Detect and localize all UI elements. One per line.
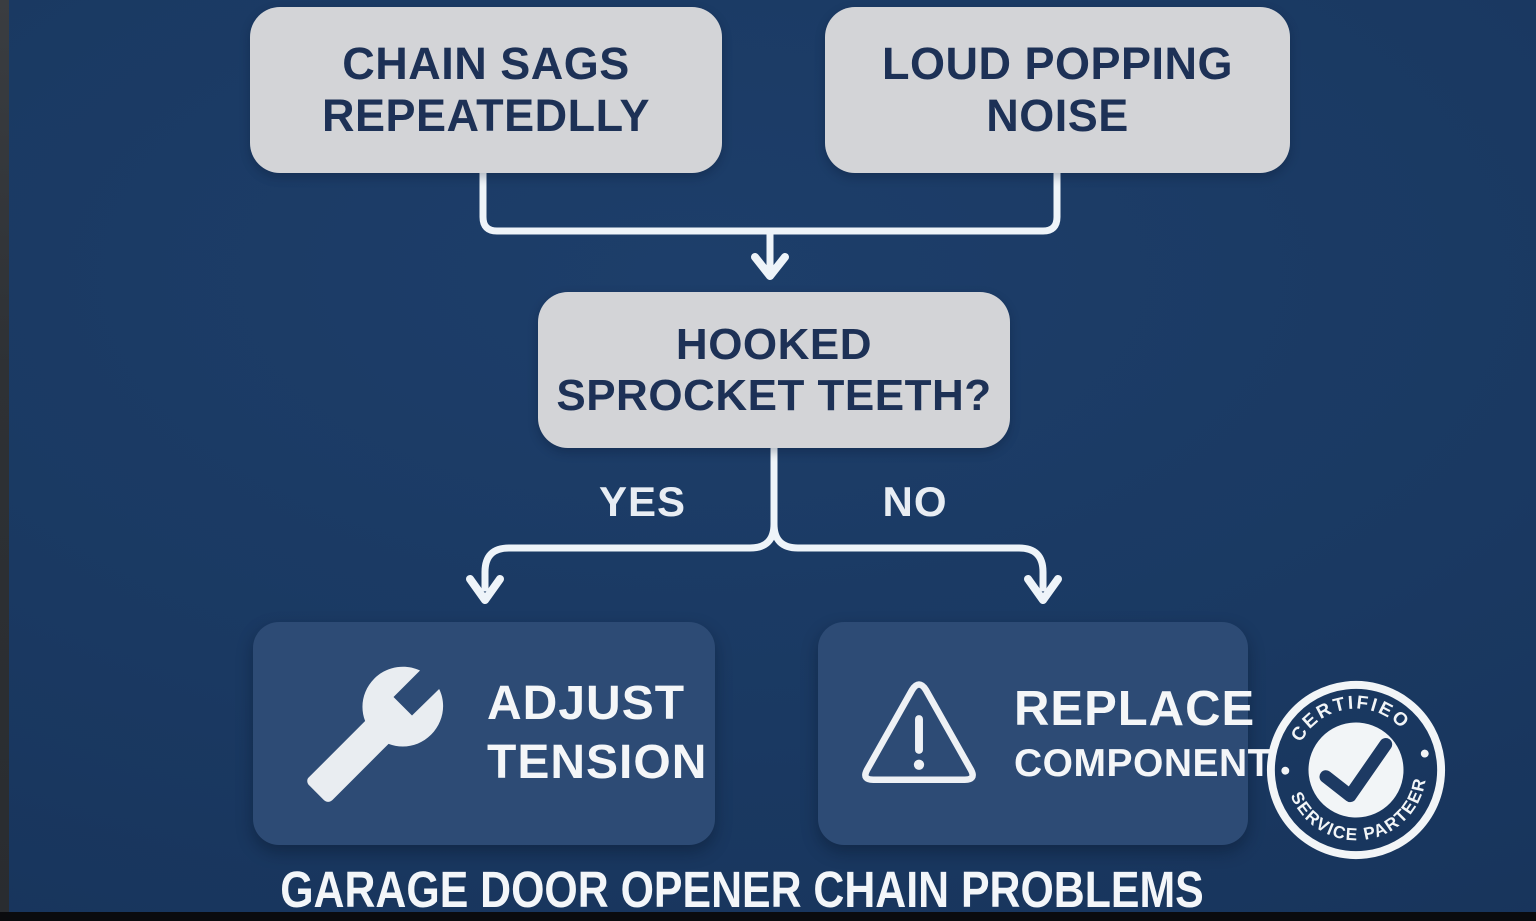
checkmark-icon bbox=[1319, 737, 1393, 803]
decision-box-text: HOOKED SPROCKET TEETH? bbox=[556, 319, 991, 421]
decision-line2: SPROCKET TEETH? bbox=[556, 371, 992, 420]
action-adjust-line1: ADJUST bbox=[487, 676, 686, 730]
decision-line1: HOOKED bbox=[675, 319, 873, 369]
action-adjust-tension-text: ADJUST TENSION bbox=[487, 675, 707, 792]
left-edge-strip bbox=[0, 0, 9, 921]
symptom-box-loud-popping-text: LOUD POPPING NOISE bbox=[882, 38, 1233, 142]
symptom-loud-popping-line2: NOISE bbox=[986, 90, 1129, 141]
badge-outer-ring bbox=[1266, 680, 1446, 860]
yes-branch-line bbox=[481, 520, 778, 592]
action-replace-line1: REPLACE bbox=[1014, 681, 1256, 736]
yes-branch-label: YES bbox=[598, 478, 687, 525]
certified-badge: CERTIFIEO SERVICE PARTEER bbox=[1251, 665, 1461, 875]
symptom-chain-sags-line1: CHAIN SAGS bbox=[342, 37, 630, 89]
action-box-adjust-tension: ADJUST TENSION bbox=[253, 622, 715, 845]
badge-right-dot bbox=[1420, 749, 1429, 758]
action-adjust-line2: TENSION bbox=[487, 735, 708, 789]
decision-box-hooked-sprocket: HOOKED SPROCKET TEETH? bbox=[538, 292, 1010, 448]
symptom-box-chain-sags: CHAIN SAGS REPEATEDLLY bbox=[250, 7, 722, 173]
action-replace-component-text: REPLACE COMPONENT bbox=[1014, 680, 1272, 787]
bottom-edge-bar bbox=[0, 912, 1536, 921]
action-box-replace-component: REPLACE COMPONENT bbox=[818, 622, 1272, 845]
symptom-box-loud-popping: LOUD POPPING NOISE bbox=[825, 7, 1290, 173]
symptom-chain-sags-line2: REPEATEDLLY bbox=[321, 90, 651, 141]
action-replace-line2: COMPONENT bbox=[1014, 741, 1272, 785]
warning-triangle-icon bbox=[858, 678, 980, 790]
top-bracket-connector bbox=[479, 169, 1061, 235]
badge-inner-disc bbox=[1308, 722, 1404, 818]
yes-arrowhead bbox=[466, 575, 504, 604]
decision-arrowhead bbox=[751, 253, 789, 280]
symptom-loud-popping-line1: LOUD POPPING bbox=[881, 37, 1234, 89]
no-arrowhead bbox=[1024, 575, 1062, 604]
no-branch-label: NO bbox=[882, 478, 948, 525]
badge-left-dot bbox=[1281, 766, 1290, 775]
symptom-box-chain-sags-text: CHAIN SAGS REPEATEDLLY bbox=[322, 38, 650, 142]
no-branch-line bbox=[770, 520, 1047, 592]
wrench-icon bbox=[301, 660, 449, 808]
infographic-title: GARAGE DOOR OPENER CHAIN PROBLEMS bbox=[280, 861, 1204, 918]
